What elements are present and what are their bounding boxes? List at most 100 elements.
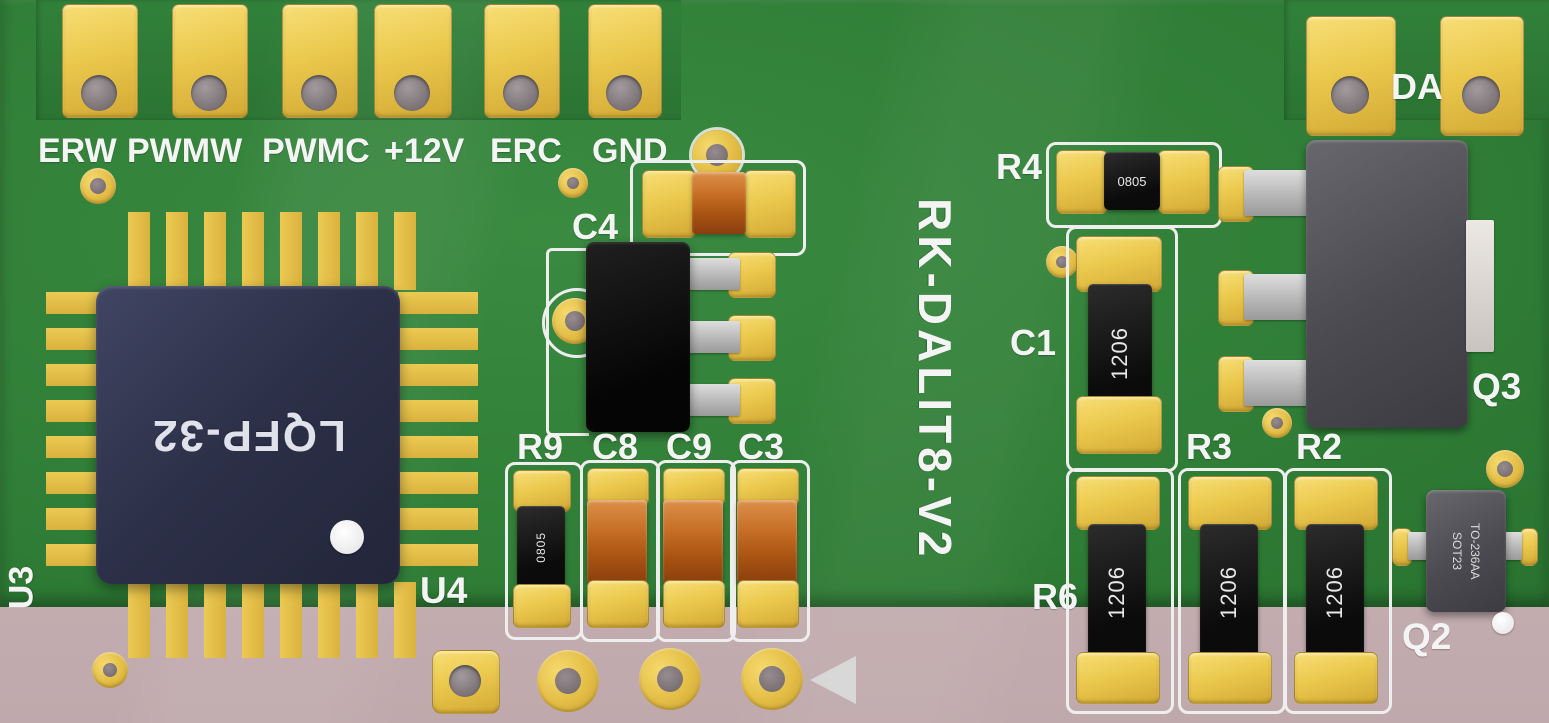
silkscreen-label-r6: R6 (1032, 576, 1079, 617)
regulator-lead-2 (688, 321, 740, 353)
bottom-round-pad (639, 648, 701, 710)
connector-pad-pwmc (282, 4, 358, 118)
c4-footprint-silk (630, 160, 806, 256)
silkscreen-label-c4: C4 (572, 206, 619, 247)
r2-marking: 1206 (1322, 565, 1347, 619)
c8-pad-bottom (587, 580, 649, 628)
c9-pad-bottom (663, 580, 725, 628)
via (80, 168, 116, 204)
q3-lead-3 (1244, 360, 1316, 406)
ic-u3-package-marking: LQFP-32 (150, 411, 346, 460)
r2-pad-top (1294, 476, 1378, 530)
r6-footprint-silk (1066, 468, 1174, 714)
regulator-lead-3 (688, 384, 740, 416)
regulator-lead-1 (688, 258, 740, 290)
pad-hole (191, 75, 227, 111)
pad-hole (394, 75, 430, 111)
r3-pad-bottom (1188, 652, 1272, 704)
r3-pad-top (1188, 476, 1272, 530)
r4-marking: 0805 (1117, 173, 1147, 189)
r2-resistor-chip: 1206 (1306, 524, 1364, 660)
q2-silk-dot (1492, 612, 1514, 634)
r4-pad-left (1056, 150, 1108, 214)
silkscreen-label-r9: R9 (517, 426, 564, 467)
c8-capacitor-body (587, 500, 647, 584)
r9-resistor-chip: 0805 (517, 506, 565, 588)
c1-marking: 1206 (1107, 326, 1132, 380)
silkscreen-label-c1: C1 (1010, 322, 1057, 363)
via (1486, 450, 1524, 488)
polarity-arrow-icon (810, 656, 856, 704)
u3-pins-bottom (128, 582, 432, 658)
q2-pad-right (1520, 528, 1538, 566)
board-title: RK-DALIT8-V2 (909, 198, 961, 561)
silkscreen-label-r4: R4 (996, 146, 1043, 187)
q2-lead-left (1408, 532, 1430, 560)
regulator-body (586, 242, 690, 432)
silkscreen-label-r3: R3 (1186, 426, 1233, 467)
c4-pad-left (642, 170, 696, 238)
u3-pin1-dot (330, 520, 364, 554)
u3-pins-right (398, 292, 478, 580)
r3-resistor-chip: 1206 (1200, 524, 1258, 660)
r9-marking: 0805 (534, 531, 548, 563)
c9-footprint-silk (656, 460, 736, 642)
c3-footprint-silk (730, 460, 810, 642)
q2-marking-line2: TO-236AA (1468, 522, 1482, 580)
q3-tab-lead (1466, 220, 1494, 352)
via (92, 652, 128, 688)
r9-pad-top (513, 470, 571, 512)
connector-label-pwmc: PWMC (262, 132, 370, 170)
da-label: DA (1391, 66, 1443, 107)
r6-resistor-chip: 1206 (1088, 524, 1146, 660)
q3-transistor-body (1306, 140, 1468, 428)
r2-pad-bottom (1294, 652, 1378, 704)
c1-pad-bottom (1076, 396, 1162, 454)
pad-hole (449, 665, 481, 697)
r6-marking: 1206 (1104, 565, 1129, 619)
r9-pad-bottom (513, 584, 571, 628)
c9-capacitor-body (663, 500, 723, 584)
c3-pad-bottom (737, 580, 799, 628)
board-top-left-tab (36, 0, 681, 120)
bottom-round-pad (537, 650, 599, 712)
q2-lead-right (1502, 532, 1522, 560)
via (1262, 408, 1292, 438)
c4-pad-right (744, 170, 796, 238)
c9-pad-top (663, 468, 725, 506)
c4-capacitor-body (692, 172, 746, 234)
silkscreen-label-u4: U4 (420, 570, 468, 611)
pad-hole (81, 75, 117, 111)
pad-hole (503, 75, 539, 111)
connector-label-pwmw: PWMW (127, 132, 243, 170)
r2-footprint-silk (1284, 468, 1392, 714)
q2-transistor-body: SOT23 TO-236AA (1426, 490, 1506, 612)
q3-lead-2 (1244, 274, 1316, 320)
q2-marking-line1: SOT23 (1450, 531, 1464, 570)
pad-hole (606, 75, 642, 111)
via (1046, 246, 1078, 278)
q3-lead-1 (1244, 170, 1316, 216)
connector-label-gnd: GND (592, 132, 668, 170)
connector-label-12v: +12V (384, 132, 465, 170)
r4-resistor-chip: 0805 (1104, 152, 1160, 210)
connector-label-erc: ERC (490, 132, 562, 170)
regulator-silk (546, 248, 589, 436)
u3-pins-top (128, 212, 432, 290)
c8-pad-top (587, 468, 649, 506)
r4-pad-right (1158, 150, 1210, 214)
c3-capacitor-body (737, 500, 797, 584)
bottom-round-pad (741, 648, 803, 710)
silkscreen-label-r2: R2 (1296, 426, 1343, 467)
pad-hole (301, 75, 337, 111)
silkscreen-label-u3: U3 (2, 565, 41, 610)
pad-hole (1331, 76, 1369, 114)
via (558, 168, 588, 198)
r6-pad-bottom (1076, 652, 1160, 704)
silkscreen-label-q2: Q2 (1402, 616, 1452, 657)
r6-pad-top (1076, 476, 1160, 530)
r3-marking: 1206 (1216, 565, 1241, 619)
connector-label-erw: ERW (38, 132, 117, 170)
da-pad-left (1306, 16, 1396, 136)
